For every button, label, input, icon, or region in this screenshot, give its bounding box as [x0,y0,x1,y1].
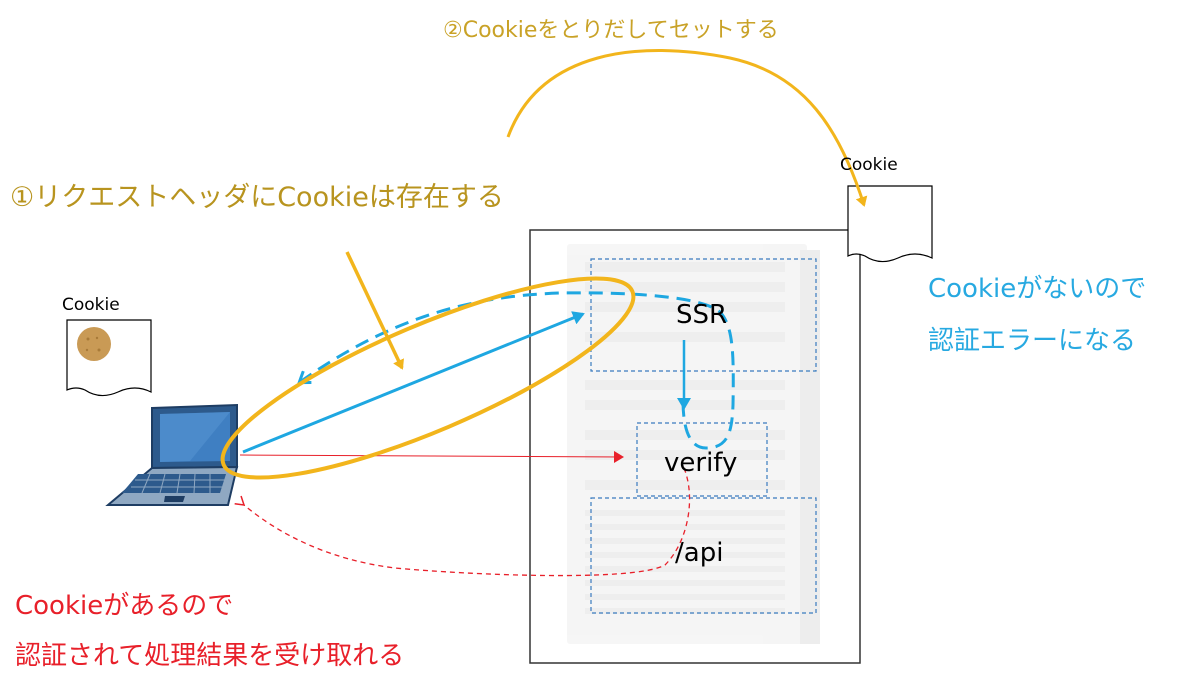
verify-box [636,422,768,497]
server-rack-icon [567,244,820,644]
ssr-box [590,258,817,372]
step1-annotation: ①リクエストヘッダにCookieは存在する [10,182,504,213]
server-cookie-label: Cookie [840,155,898,175]
api-box [590,497,817,614]
blue-request-arrow [242,311,585,454]
step1-pointer-arrow [345,251,404,370]
server-cookie-document [847,185,933,263]
step2-arc-arrow [506,49,868,207]
verify-label: verify [664,448,738,478]
cookie-icon [77,327,111,361]
red-success-return-path [234,467,691,577]
client-cookie-document [66,319,152,397]
api-label: /api [675,538,724,568]
red-note-line1: Cookieがあるので [15,591,234,621]
client-cookie-label: Cookie [62,295,120,315]
blue-error-return-path [300,291,735,450]
blue-note-line1: Cookieがないので [928,274,1147,304]
blue-note-line2: 認証エラーになる [928,326,1137,356]
request-highlight-ellipse [220,276,636,480]
red-request-line [239,450,624,463]
red-note-line2: 認証されて処理結果を受け取れる [15,641,405,671]
step2-annotation: ②Cookieをとりだしてセットする [443,18,779,43]
ssr-label: SSR [676,300,728,330]
laptop-icon [105,403,239,506]
